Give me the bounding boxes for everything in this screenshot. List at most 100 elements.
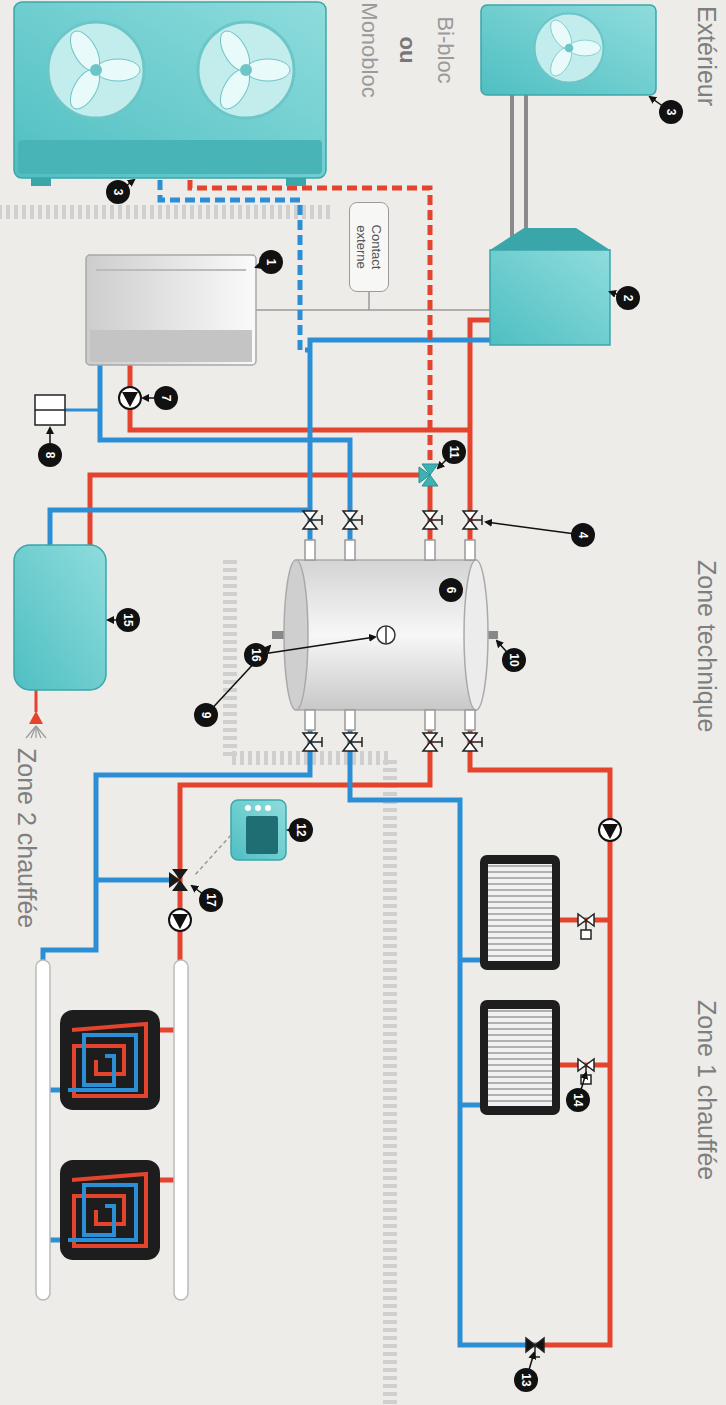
cold-pipe (43, 340, 535, 1345)
callout-number: 17 (199, 888, 223, 912)
outdoor-unit-monobloc (48, 22, 144, 118)
floor-heating-loop (60, 1010, 160, 1110)
cold-pipe (310, 340, 490, 560)
hydraulic-module (490, 250, 610, 345)
leader-line (256, 637, 375, 655)
callout-number: 12 (289, 818, 313, 842)
hot-pipe (36, 320, 610, 1345)
callout-number: 8 (38, 443, 62, 467)
outdoor-unit-monobloc (286, 178, 306, 186)
pipe-stub (305, 710, 315, 730)
outdoor-unit-monobloc (198, 22, 294, 118)
wall-band (0, 205, 330, 219)
outdoor-unit-monobloc (31, 178, 51, 186)
shower-head (36, 726, 46, 738)
shower-head (26, 726, 46, 738)
three-way-valve (419, 464, 438, 486)
zone-title: Extérieur (692, 6, 722, 106)
hydraulic-module (490, 228, 610, 345)
callout-number: 15 (116, 608, 140, 632)
refrigerant-pipe (512, 95, 526, 250)
hydraulic-module (490, 228, 610, 250)
cold-pipe (460, 1103, 480, 1108)
manifold-bar (36, 960, 50, 1300)
pipe-stub (465, 710, 475, 730)
shower-head (29, 711, 43, 724)
boiler (86, 255, 256, 365)
zone-title: Zone 1 chauffée (692, 1000, 722, 1180)
zone-title: Zone technique (692, 560, 722, 732)
manifold-bar (36, 960, 188, 1300)
shower-head (26, 711, 46, 738)
unit-type-label: Monobloc (356, 2, 382, 97)
callout-number: 13 (514, 1368, 538, 1392)
circulator-pump (599, 819, 621, 841)
isolation-valve (423, 733, 442, 751)
pipe-stub (305, 540, 315, 560)
hot-pipe (470, 710, 610, 1345)
hydraulic-separator (296, 560, 476, 710)
isolation-valve (343, 511, 362, 529)
pipe-stub (425, 540, 435, 560)
room-controller (265, 805, 271, 811)
isolation-valve (463, 733, 482, 751)
callout-number: 3 (106, 180, 130, 204)
callout-number: 3 (659, 100, 683, 124)
manifold-bar (174, 960, 188, 1300)
callout-number: 4 (571, 523, 595, 547)
callout-number: 14 (566, 1088, 590, 1112)
floor-heating-loop (60, 1160, 160, 1260)
radiator (480, 1000, 560, 1115)
hot-pipe (180, 710, 430, 965)
pipe-stub (305, 540, 475, 730)
cold-pipe (50, 510, 310, 545)
callout-number: 10 (502, 648, 526, 672)
expansion-vessel (35, 395, 65, 425)
pipe-stub (425, 710, 435, 730)
dhw-tank (14, 545, 106, 690)
pipe-stub (345, 540, 355, 560)
hot-pipe (35, 690, 38, 712)
cold-pipe (65, 409, 100, 412)
boiler (90, 330, 252, 362)
hot-pipe (130, 365, 470, 430)
room-controller (245, 805, 251, 811)
callout-number: 16 (244, 643, 268, 667)
boiler (86, 255, 256, 365)
leader-line (50, 97, 671, 1380)
outdoor-unit-monobloc (18, 140, 322, 174)
pipe-stub (345, 710, 355, 730)
unit-type-label: ou (394, 37, 420, 64)
contact-box: Contact externe (349, 202, 389, 292)
isolation-valve (463, 511, 482, 529)
isolation-valve (303, 511, 482, 751)
outdoor-unit-bibloc (534, 13, 603, 82)
expansion-vessel (35, 409, 65, 411)
isolation-valve (423, 511, 442, 529)
hydraulic-separator (385, 627, 387, 643)
pipe-stub (465, 540, 475, 560)
outdoor-unit-bibloc (481, 5, 656, 95)
outdoor-unit-monobloc (14, 2, 326, 178)
radiator (480, 855, 560, 970)
callout-number: 7 (154, 386, 178, 410)
bypass-valve (526, 1338, 544, 1357)
callout-number: 1 (259, 250, 283, 274)
outdoor-unit-bibloc (481, 5, 656, 95)
three-way-valve (169, 869, 188, 891)
control-wire (368, 292, 370, 310)
shower-head (26, 726, 36, 738)
hot-pipe (160, 1178, 174, 1183)
boiler (96, 269, 246, 271)
control-signal (194, 835, 231, 876)
thermostatic-valve (578, 1059, 594, 1084)
expansion-vessel (35, 395, 65, 425)
callout-number: 2 (616, 286, 640, 310)
hydraulic-separator (284, 560, 308, 710)
callout-number: 6 (439, 578, 463, 602)
dhw-tank (14, 545, 106, 690)
shower-head (36, 726, 41, 738)
cold-pipe (50, 1238, 60, 1243)
control-wire (256, 309, 490, 311)
